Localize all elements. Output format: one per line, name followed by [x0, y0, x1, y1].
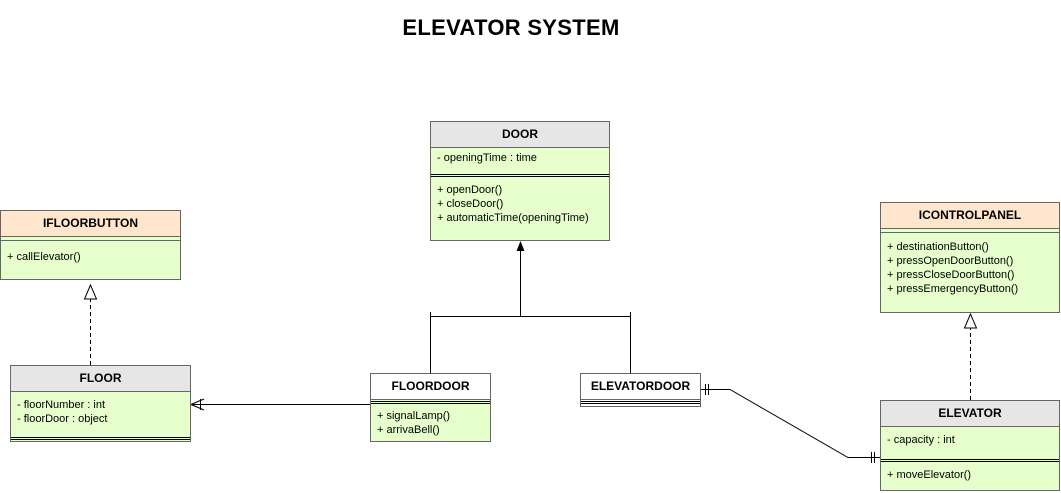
class-elevator-methods: + moveElevator(): [881, 462, 1059, 485]
class-icontrolpanel[interactable]: ICONTROLPANEL + destinationButton() + pr…: [880, 202, 1060, 313]
method-close-door: + closeDoor(): [437, 198, 504, 210]
class-floordoor-header: FLOORDOOR: [371, 374, 490, 400]
method-press-close-door-button: + pressCloseDoorButton(): [887, 269, 1015, 281]
class-elevatordoor-header: ELEVATORDOOR: [581, 374, 700, 400]
association-floor-floordoor: [190, 398, 370, 411]
arrowhead-door: [516, 241, 525, 251]
class-floordoor-divider: [371, 401, 490, 404]
method-automatic-time: + automaticTime(openingTime): [437, 212, 589, 224]
attribute-floor-number: - floorNumber : int: [17, 399, 106, 411]
class-door[interactable]: DOOR - openingTime : time + openDoor() +…: [430, 121, 610, 241]
class-door-attributes: - openingTime : time: [431, 148, 609, 174]
class-door-methods: + openDoor() + closeDoor() + automaticTi…: [431, 177, 609, 228]
class-door-header: DOOR: [431, 122, 609, 148]
class-door-divider: [431, 174, 609, 177]
class-elevatordoor-divider: [581, 401, 700, 404]
diagram-title: ELEVATOR SYSTEM: [402, 15, 620, 40]
inheritance-door-connector: [430, 250, 631, 373]
class-elevator[interactable]: ELEVATOR - capacity : int + moveElevator…: [880, 400, 1060, 491]
class-icontrolpanel-divider: [881, 232, 1059, 233]
class-icontrolpanel-methods: + destinationButton() + pressOpenDoorBut…: [881, 233, 1059, 299]
class-icontrolpanel-header: ICONTROLPANEL: [881, 203, 1059, 229]
class-elevator-attributes: - capacity : int: [881, 427, 1059, 459]
attribute-opening-time: - openingTime : time: [437, 152, 537, 164]
class-floor[interactable]: FLOOR - floorNumber : int - floorDoor : …: [10, 365, 191, 442]
attribute-floor-door: - floorDoor : object: [17, 413, 108, 425]
class-ifloorbutton[interactable]: IFLOORBUTTON + callElevator(): [0, 210, 181, 280]
association-elevatordoor-elevator: [700, 384, 880, 463]
method-press-emergency-button: + pressEmergencyButton(): [887, 283, 1019, 295]
class-ifloorbutton-divider: [1, 240, 180, 241]
method-destination-button: + destinationButton(): [887, 241, 989, 253]
method-arriva-bell: + arrivaBell(): [377, 424, 440, 436]
class-floor-header: FLOOR: [11, 366, 190, 392]
class-elevator-header: ELEVATOR: [881, 401, 1059, 427]
class-ifloorbutton-header: IFLOORBUTTON: [1, 211, 180, 237]
class-ifloorbutton-methods: + callElevator(): [1, 241, 180, 267]
method-call-elevator: + callElevator(): [7, 251, 81, 263]
attribute-capacity: - capacity : int: [887, 434, 955, 446]
realization-floor-arrowhead: [83, 283, 98, 300]
method-signal-lamp: + signalLamp(): [377, 410, 451, 422]
class-floordoor[interactable]: FLOORDOOR + signalLamp() + arrivaBell(): [370, 373, 491, 442]
realization-elevator-arrowhead: [963, 312, 978, 329]
method-press-open-door-button: + pressOpenDoorButton(): [887, 255, 1014, 267]
method-open-door: + openDoor(): [437, 184, 503, 196]
class-elevatordoor[interactable]: ELEVATORDOOR: [580, 373, 701, 407]
class-floordoor-methods: + signalLamp() + arrivaBell(): [371, 404, 490, 440]
class-elevator-divider: [881, 459, 1059, 462]
method-move-elevator: + moveElevator(): [887, 469, 972, 481]
class-floor-divider: [11, 437, 190, 440]
class-floor-attributes: - floorNumber : int - floorDoor : object: [11, 392, 190, 433]
